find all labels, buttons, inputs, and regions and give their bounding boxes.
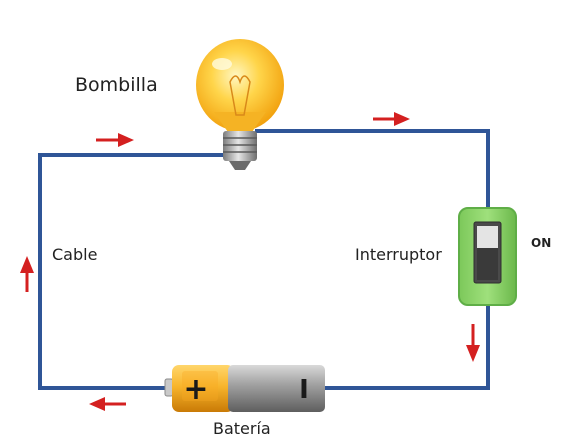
battery-icon bbox=[164, 365, 325, 412]
switch-label: Interruptor bbox=[355, 245, 442, 264]
light-bulb-icon bbox=[196, 39, 284, 170]
current-arrow-icon bbox=[20, 256, 34, 292]
battery-label: Batería bbox=[213, 419, 271, 438]
wire bbox=[38, 129, 490, 390]
battery-plus-sign: + bbox=[183, 372, 208, 407]
bulb-label: Bombilla bbox=[75, 74, 158, 96]
current-arrow-icon bbox=[89, 397, 126, 411]
current-arrow-icon bbox=[373, 112, 410, 126]
current-arrow-icon bbox=[466, 324, 480, 362]
switch-state-label: ON bbox=[531, 236, 552, 250]
cable-label: Cable bbox=[52, 245, 98, 264]
current-arrow-icon bbox=[96, 133, 134, 147]
toggle-switch-icon bbox=[458, 207, 517, 306]
battery-minus-sign: I bbox=[299, 375, 309, 405]
current-arrows bbox=[20, 112, 480, 411]
